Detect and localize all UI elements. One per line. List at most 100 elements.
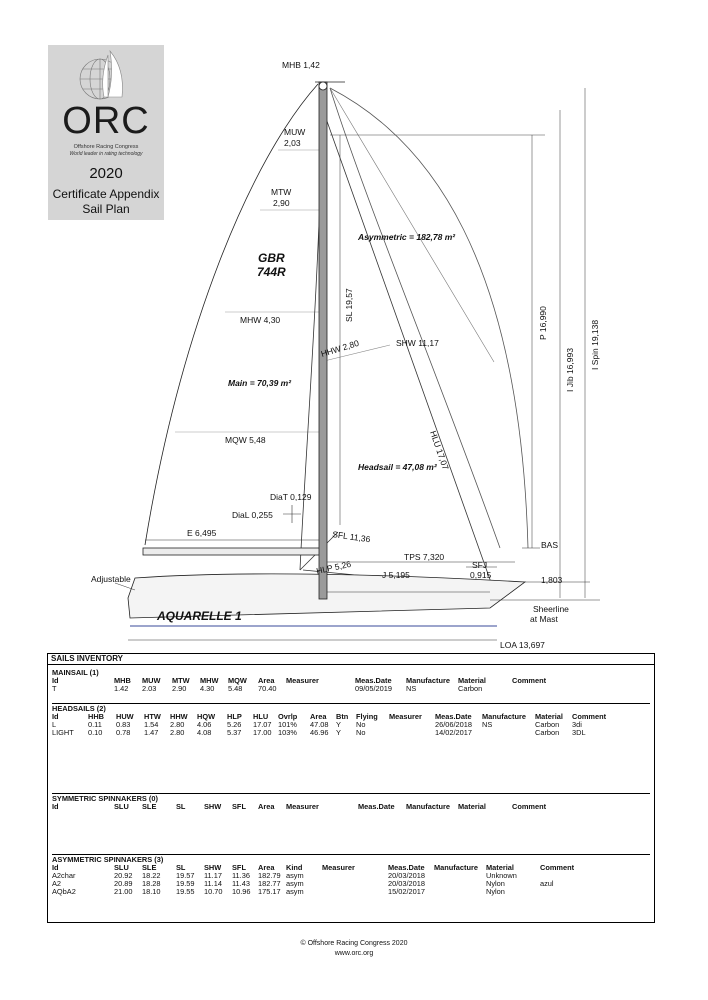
column-header-cell: Flying xyxy=(356,712,378,721)
table-cell: 19.59 xyxy=(176,879,195,888)
table-cell: azul xyxy=(540,879,554,888)
table-cell: 15/02/2017 xyxy=(388,887,425,896)
column-header-cell: SFL xyxy=(232,863,246,872)
diat-label: DiaT 0,129 xyxy=(270,492,312,502)
table-cell: Carbon xyxy=(535,728,560,737)
table-cell: 0.11 xyxy=(88,720,102,729)
inventory-title: SAILS INVENTORY xyxy=(48,654,654,665)
column-header-cell: MTW xyxy=(172,676,190,685)
sail-plan-drawing: MHB 1,42 MUW 2,03 MTW 2,90 GBR 744R MHW … xyxy=(91,60,600,650)
boat-name: AQUARELLE 1 xyxy=(156,609,242,623)
table-cell: A2char xyxy=(52,871,76,880)
column-header-cell: Id xyxy=(52,712,59,721)
table-cell: 5.37 xyxy=(227,728,242,737)
table-cell: A2 xyxy=(52,879,62,888)
website-link[interactable]: www.orc.org xyxy=(334,950,374,957)
column-header-cell: Id xyxy=(52,863,59,872)
table-cell: 5.48 xyxy=(228,684,243,693)
table-cell: 47.08 xyxy=(310,720,329,729)
table-cell: 2.90 xyxy=(172,684,187,693)
table-cell: 101% xyxy=(278,720,297,729)
asymmetric-area-label: Asymmetric = 182,78 m² xyxy=(357,232,456,242)
adjustable-label: Adjustable xyxy=(91,574,131,584)
table-cell: asym xyxy=(286,871,304,880)
column-header-cell: Meas.Date xyxy=(358,802,395,811)
table-cell: 0.10 xyxy=(88,728,103,737)
table-cell: asym xyxy=(286,887,304,896)
column-header-cell: Comment xyxy=(572,712,607,721)
table-cell: LIGHT xyxy=(52,728,74,737)
table-cell: 4.08 xyxy=(197,728,212,737)
brand-tagline: Offshore Racing Congress xyxy=(73,144,139,150)
table-cell: NS xyxy=(406,684,417,693)
table-cell: 1.42 xyxy=(114,684,129,693)
table-cell: 21.00 xyxy=(114,887,133,896)
sfl-label: SFL 11,36 xyxy=(332,529,372,544)
table-cell: 1.54 xyxy=(144,720,159,729)
mhb-label: MHB 1,42 xyxy=(282,60,320,70)
table-cell: Nylon xyxy=(486,887,505,896)
column-header-cell: Area xyxy=(258,802,275,811)
table-cell: 2.03 xyxy=(142,684,157,693)
table-cell: 20.92 xyxy=(114,871,133,880)
tps-label: TPS 7,320 xyxy=(404,552,444,562)
table-cell: 182.77 xyxy=(258,879,281,888)
column-header-cell: SLU xyxy=(114,863,129,872)
table-cell: 20/03/2018 xyxy=(388,879,425,888)
table-cell: AQbA2 xyxy=(52,887,76,896)
column-header-cell: Material xyxy=(458,676,486,685)
column-header-cell: Measurer xyxy=(286,802,319,811)
table-cell: asym xyxy=(286,879,304,888)
mtw-value: 2,90 xyxy=(273,198,290,208)
column-header-cell: Manufacture xyxy=(406,802,450,811)
table-cell: No xyxy=(356,720,366,729)
table-cell: 20/03/2018 xyxy=(388,871,425,880)
appendix-title: Certificate Appendix xyxy=(52,187,160,201)
column-header-cell: SFL xyxy=(232,802,246,811)
sails-inventory-table: SAILS INVENTORY MAINSAIL (1) Id MHB MUW MTW… xyxy=(47,653,655,923)
e-label: E 6,495 xyxy=(187,528,217,538)
j-label: J 5,195 xyxy=(382,570,410,580)
mainsail-leech xyxy=(144,83,319,546)
column-header-cell: MUW xyxy=(142,676,161,685)
table-cell: T xyxy=(52,684,57,693)
table-cell: No xyxy=(356,728,366,737)
brand-slogan: World leader in rating technology xyxy=(69,151,143,157)
table-cell: 18.22 xyxy=(142,871,161,880)
column-header-cell: SLE xyxy=(142,802,157,811)
table-cell: NS xyxy=(482,720,493,729)
asymmetric-heading: ASYMMETRIC SPINNAKERS (3) xyxy=(52,855,164,864)
column-header-cell: Kind xyxy=(286,863,303,872)
column-header-cell: MQW xyxy=(228,676,247,685)
mainsail-heading: MAINSAIL (1) xyxy=(52,668,99,677)
column-header-cell: Comment xyxy=(512,802,547,811)
column-header-cell: Meas.Date xyxy=(388,863,425,872)
table-cell: L xyxy=(52,720,57,729)
column-header-cell: SHW xyxy=(204,863,222,872)
table-cell: 11.43 xyxy=(232,879,250,888)
table-cell: 0.83 xyxy=(116,720,131,729)
column-header-cell: MHB xyxy=(114,676,131,685)
column-header-cell: Manufacture xyxy=(482,712,526,721)
brand-wordmark: ORC xyxy=(62,100,150,142)
table-cell: 2.80 xyxy=(170,728,185,737)
i-spin-label: I Spin 19,138 xyxy=(590,320,600,370)
table-cell: Y xyxy=(336,720,341,729)
dial-label: DiaL 0,255 xyxy=(232,510,273,520)
loa-label: LOA 13,697 xyxy=(500,640,545,650)
column-header-cell: SL xyxy=(176,802,186,811)
mast xyxy=(318,81,328,600)
table-cell: 19.55 xyxy=(176,887,195,896)
muw-value: 2,03 xyxy=(284,138,301,148)
